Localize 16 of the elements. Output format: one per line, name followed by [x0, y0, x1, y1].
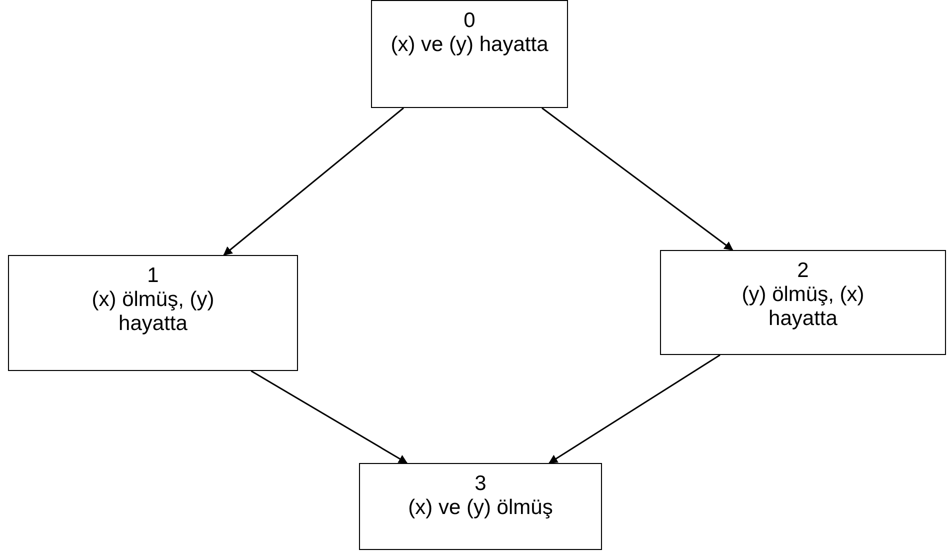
- state-label: (x) ve (y) hayatta: [390, 33, 550, 57]
- arrow: [223, 107, 404, 256]
- arrow: [542, 107, 734, 251]
- state-box: [660, 250, 946, 355]
- state-box: [359, 463, 602, 550]
- state-box: [8, 255, 298, 371]
- state-number: 2: [796, 259, 810, 283]
- state-label: (x) ve (y) ölmüş: [407, 496, 554, 520]
- state-box: [371, 0, 568, 108]
- state-label: (x) ölmüş, (y) hayatta: [90, 288, 216, 336]
- state-label: (y) ölmüş, (x) hayatta: [740, 283, 866, 331]
- arrow: [250, 370, 408, 464]
- state-number: 1: [146, 264, 160, 288]
- arrow: [548, 354, 720, 464]
- state-number: 0: [462, 9, 476, 33]
- state-number: 3: [474, 472, 488, 496]
